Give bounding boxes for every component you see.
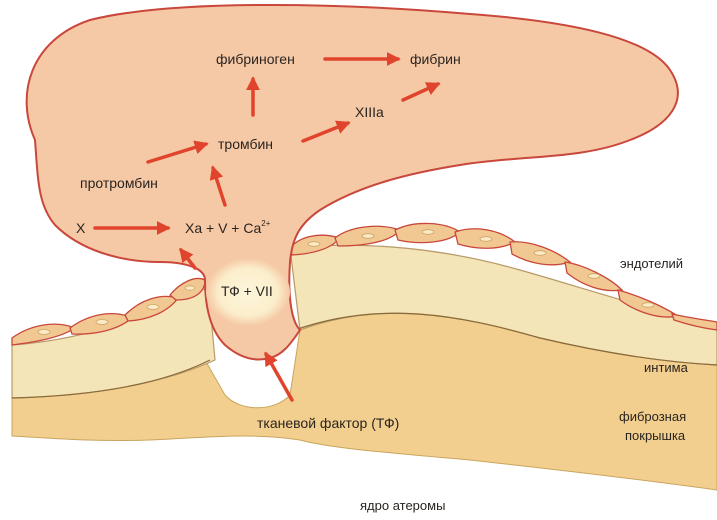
- label-thrombin: тромбин: [218, 136, 273, 152]
- label-fibrous-cap-line2: покрышка: [625, 428, 686, 443]
- label-tf-vii: ТФ + VII: [221, 283, 273, 299]
- label-tissue-factor: тканевой фактор (ТФ): [257, 415, 399, 431]
- label-fibrin: фибрин: [410, 51, 461, 67]
- label-atheroma-core: ядро атеромы: [360, 498, 445, 513]
- label-xiiia: XIIIa: [355, 104, 384, 120]
- label-fibrinogen: фибриноген: [216, 51, 295, 67]
- label-ca-superscript: 2+: [261, 219, 270, 228]
- label-intima: интима: [644, 360, 689, 375]
- label-prothrombin: протромбин: [80, 175, 158, 191]
- label-endothelium: эндотелий: [620, 256, 683, 271]
- label-xa-complex: Xa + V + Ca2+: [185, 219, 271, 236]
- arrow-tissue-factor-up: [266, 354, 292, 400]
- label-x: X: [76, 220, 86, 236]
- label-fibrous-cap-line1: фиброзная: [619, 409, 686, 424]
- label-xa-complex-main: Xa + V + Ca: [185, 220, 261, 236]
